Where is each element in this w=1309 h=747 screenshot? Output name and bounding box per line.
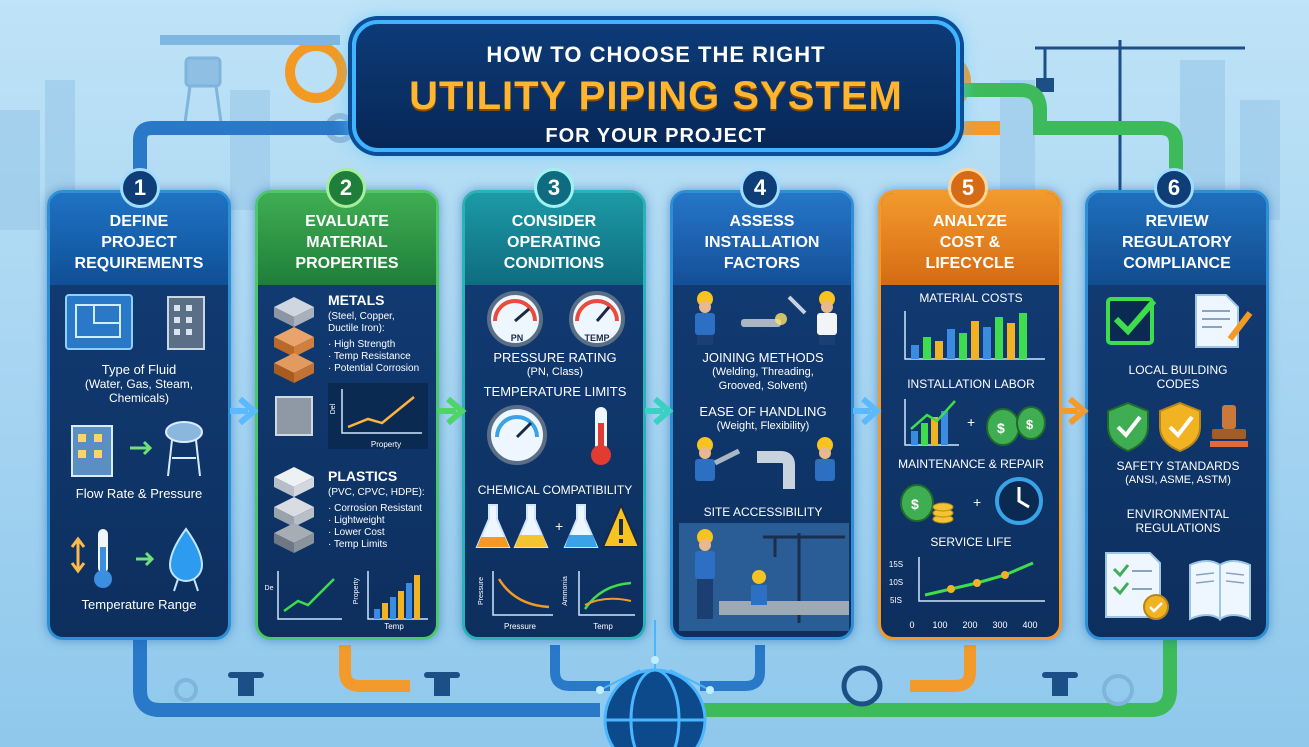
material-costs: MATERIAL COSTS xyxy=(919,291,1023,305)
arrow-4-to-5 xyxy=(853,396,882,426)
life-y-tick-3: 5IS xyxy=(889,596,902,605)
temp-gauge-thermometer xyxy=(487,405,611,465)
metals-props: · High Strength · Temp Resistance · Pote… xyxy=(328,339,420,374)
arrow-5-to-6 xyxy=(1060,396,1089,426)
life-y-tick-1: 15S xyxy=(888,560,904,569)
step-4-heading: ASSESS INSTALLATION FACTORS xyxy=(673,193,851,285)
thermometer-icon xyxy=(70,527,204,592)
svg-text:+: + xyxy=(555,518,563,534)
type-of-fluid: Type of Fluid (Water, Gas, Steam, Chemic… xyxy=(84,362,194,406)
plastics-chart-xlabel: Temp xyxy=(384,622,404,631)
step-5-heading: ANALYZE COST & LIFECYCLE xyxy=(881,193,1059,285)
step-4-panel: ASSESS INSTALLATION FACTORS JOINING METH… xyxy=(670,190,854,640)
metals-types: (Steel, Copper, Ductile Iron): xyxy=(328,311,395,334)
title-sub: FOR YOUR PROJECT xyxy=(545,125,767,147)
gear-icon-left xyxy=(285,41,347,103)
life-x-tick-1: 100 xyxy=(932,620,948,630)
title-top: HOW TO CHOOSE THE RIGHT xyxy=(486,42,826,67)
blueprint-icon xyxy=(65,294,205,350)
step-2-badge: 2 xyxy=(326,168,366,208)
installation-labor: INSTALLATION LABOR xyxy=(907,377,1035,391)
material-costs-chart xyxy=(904,311,1045,360)
step-6-panel: REVIEW REGULATORY COMPLIANCE LOCAL BUILD… xyxy=(1085,190,1269,640)
op-chart1-xlabel: Pressure xyxy=(503,622,536,631)
op-chart1-ylabel: Pressure xyxy=(478,577,485,606)
gauge-temp-label: TEMP xyxy=(584,333,610,343)
svg-text:$: $ xyxy=(911,496,919,512)
life-y-tick-2: 10S xyxy=(888,578,904,587)
plastics-types: (PVC, CPVC, HDPE): xyxy=(328,487,425,498)
life-x-tick-3: 300 xyxy=(992,620,1008,630)
arrow-3-to-4 xyxy=(645,396,674,426)
gauge-pn-label: PN xyxy=(510,333,524,343)
flow-rate-pressure: Flow Rate & Pressure xyxy=(75,486,203,501)
service-life-chart xyxy=(918,557,1045,602)
plastic-layers-icon xyxy=(274,467,314,553)
plastics-chart-ylabel: Property xyxy=(353,577,360,605)
chemical-compatibility: CHEMICAL COMPATIBILITY xyxy=(477,483,633,497)
step-3-badge: 3 xyxy=(534,168,574,208)
step-3-panel: CONSIDER OPERATING CONDITIONS PN TEMP PR… xyxy=(462,190,646,640)
plastics-chart-ylabel2: De xyxy=(264,585,274,592)
title-main: UTILITY PIPING SYSTEM xyxy=(409,74,903,118)
step-6-heading: REVIEW REGULATORY COMPLIANCE xyxy=(1088,193,1266,285)
title-banner: HOW TO CHOOSE THE RIGHT UTILITY PIPING S… xyxy=(352,20,960,152)
step-1-badge: 1 xyxy=(120,168,160,208)
life-x-tick-0: 0 xyxy=(909,620,915,630)
pressure-rating: PRESSURE RATING (PN, Class) xyxy=(493,350,617,379)
step-2-panel: EVALUATE MATERIAL PROPERTIES METALS (Ste… xyxy=(255,190,439,640)
arrow-1-to-2 xyxy=(230,396,259,426)
plastics-props: · Corrosion Resistant · Lightweight · Lo… xyxy=(328,503,422,550)
arrow-2-to-3 xyxy=(438,396,467,426)
welding-workers-icon xyxy=(695,291,837,345)
svg-text:$: $ xyxy=(1026,417,1034,432)
svg-text:$: $ xyxy=(997,420,1005,436)
step-6-badge: 6 xyxy=(1154,168,1194,208)
op-chart2-xlabel: Temp xyxy=(593,622,613,631)
svg-text:+: + xyxy=(967,414,975,430)
maintenance-icon: $ + xyxy=(900,477,1043,525)
globe-icon xyxy=(603,668,707,747)
step-3-heading: CONSIDER OPERATING CONDITIONS xyxy=(465,193,643,285)
site-accessibility: SITE ACCESSIBILITY xyxy=(703,505,823,519)
step-5-panel: ANALYZE COST & LIFECYCLE MATERIAL COSTS … xyxy=(878,190,1062,640)
op-chart2-ylabel: Ammonia xyxy=(562,576,569,606)
metals-chart-xlabel: Property xyxy=(370,440,402,449)
step-5-badge: 5 xyxy=(948,168,988,208)
temperature-limits: TEMPERATURE LIMITS xyxy=(483,384,627,399)
plastics-charts xyxy=(277,571,428,620)
metals-chart xyxy=(328,383,428,449)
pressure-gauges xyxy=(487,291,625,347)
safety-standards: SAFETY STANDARDS (ANSI, ASME, ASTM) xyxy=(1116,459,1240,486)
svg-text:+: + xyxy=(973,494,981,510)
life-x-tick-2: 200 xyxy=(962,620,978,630)
step-1-heading: DEFINE PROJECT REQUIREMENTS xyxy=(50,193,228,285)
joining-methods: JOINING METHODS (Welding, Threading, Gro… xyxy=(702,350,824,393)
operating-charts xyxy=(492,571,635,616)
service-life: SERVICE LIFE xyxy=(930,535,1012,549)
ease-of-handling: EASE OF HANDLING (Weight, Flexibility) xyxy=(699,404,827,433)
pipe-handling-icon xyxy=(695,437,835,489)
environmental-regulations: ENVIRONMENTAL REGULATIONS xyxy=(1126,507,1230,535)
step-4-badge: 4 xyxy=(740,168,780,208)
step-1-panel: DEFINE PROJECT REQUIREMENTS Type of Flui… xyxy=(47,190,231,640)
building-tower-icon xyxy=(71,421,203,477)
life-x-tick-4: 400 xyxy=(1022,620,1038,630)
regulations-book-icon xyxy=(1105,552,1251,621)
labor-cost-icon: + $ $ xyxy=(904,399,1046,446)
plastics-label: PLASTICS xyxy=(328,468,398,484)
construction-site-icon xyxy=(679,523,849,631)
local-building-codes: LOCAL BUILDING CODES xyxy=(1128,363,1228,391)
safety-shields-icon xyxy=(1107,401,1248,453)
metal-layers-icon xyxy=(274,297,314,436)
checklist-document-icon xyxy=(1106,294,1253,348)
step-2-heading: EVALUATE MATERIAL PROPERTIES xyxy=(258,193,436,285)
metals-label: METALS xyxy=(328,292,385,308)
chemical-flasks-warning: + xyxy=(475,502,639,548)
temperature-range: Temperature Range xyxy=(81,597,197,612)
maintenance-repair: MAINTENANCE & REPAIR xyxy=(898,457,1044,471)
metals-chart-ylabel: Del xyxy=(330,403,337,415)
